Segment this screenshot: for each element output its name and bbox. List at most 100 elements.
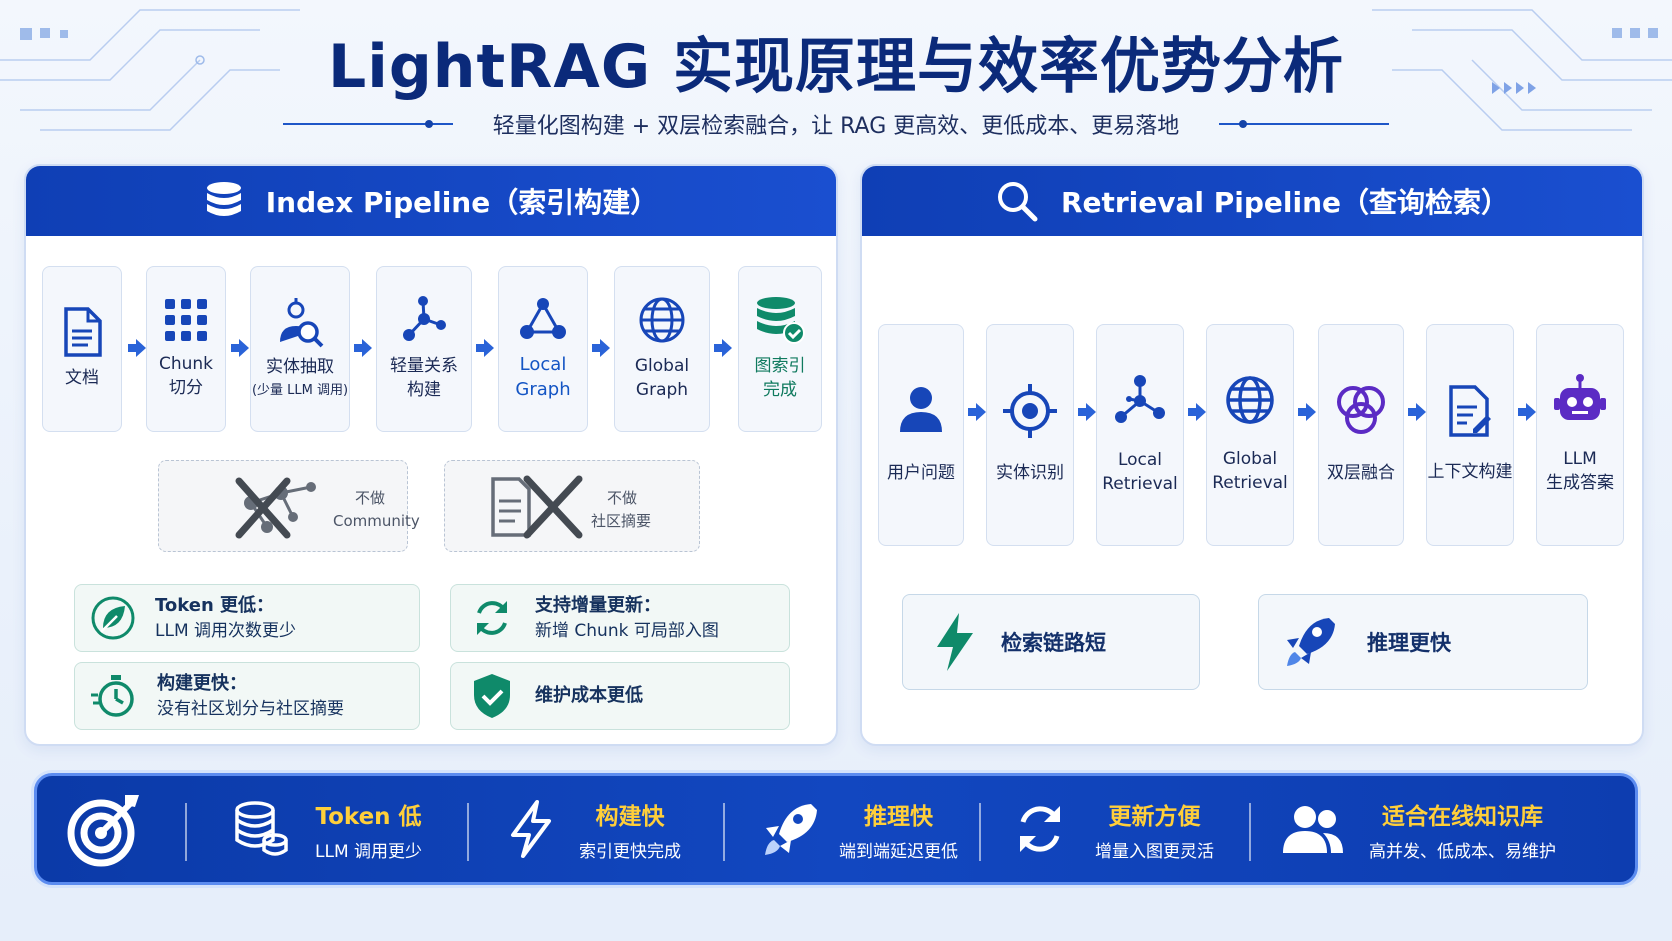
document-crossed-icon [491, 475, 583, 539]
feature-desc: 没有社区划分与社区摘要 [157, 698, 344, 719]
feature-lower-maintenance: 维护成本更低 [450, 662, 790, 730]
step-note: (少量 LLM 调用) [251, 382, 349, 398]
no-community-box: 不做 Community [158, 460, 420, 552]
summary-online-kb: 适合在线知识库 高并发、低成本、易维护 [1283, 776, 1613, 882]
summary-inference-fast: 推理快 端到端延迟更低 [761, 776, 1011, 882]
rocket-icon [765, 804, 817, 855]
index-step-chunk: Chunk 切分 [146, 266, 226, 432]
step-label: Global Graph [634, 356, 690, 400]
lightning-icon [937, 613, 973, 671]
robot-icon [1554, 374, 1606, 421]
leaf-icon [91, 596, 135, 640]
subtitle-row: 轻量化图构建 + 双层检索融合，让 RAG 更高效、更低成本、更易落地 [0, 106, 1672, 142]
refresh-icon [1020, 806, 1060, 852]
search-icon [997, 182, 1038, 222]
circuit-decoration-left [0, 9, 300, 131]
feature-short-retrieval-chain: 检索链路短 [902, 594, 1200, 690]
circuit-decoration-right [1372, 9, 1672, 131]
step-label: 实体抽取 [266, 357, 334, 377]
step-label: Local Graph [515, 353, 571, 400]
feature-faster-inference: 推理更快 [1258, 594, 1588, 690]
rocket-icon [1287, 618, 1335, 666]
graph-crossed-icon [235, 477, 316, 539]
no-summary-text: 不做 社区摘要 [591, 487, 651, 534]
stopwatch-icon [91, 675, 134, 717]
summary-desc: 端到端延迟更低 [839, 841, 958, 862]
summary-title: 更新方便 [1108, 803, 1201, 830]
feature-title: 维护成本更低 [535, 684, 643, 706]
subtitle-line-right [1219, 120, 1390, 128]
document-icon [64, 307, 102, 357]
index-step-relation-building: 轻量关系 构建 [376, 266, 472, 432]
step-label: Global Retrieval [1212, 449, 1288, 493]
index-step-index-complete: 图索引 完成 [738, 266, 822, 432]
index-pipeline-title: Index Pipeline（索引构建） [265, 186, 659, 219]
retrieval-step-dual-fusion: 双层融合 [1318, 324, 1404, 546]
summary-title: Token 低 [315, 803, 422, 830]
globe-icon [1226, 376, 1274, 424]
feature-title: 支持增量更新： [535, 594, 661, 616]
subtitle: 轻量化图构建 + 双层检索融合，让 RAG 更高效、更低成本、更易落地 [492, 114, 1180, 139]
step-label: 上下文构建 [1427, 462, 1513, 483]
not-done-label: 不做 [607, 489, 638, 507]
step-label: LLM 生成答案 [1546, 449, 1614, 493]
index-pipeline-header: Index Pipeline（索引构建） [26, 166, 836, 236]
step-label: 图索引 完成 [754, 356, 806, 400]
summary-desc: 索引更快完成 [579, 841, 681, 862]
database-icon [206, 182, 241, 216]
no-community-text: 不做 Community [333, 487, 420, 534]
summary-divider [185, 803, 187, 861]
summary-bar: Token 低 LLM 调用更少 构建快 索引更快完成 推理快 端到端延迟更低 … [34, 773, 1638, 885]
retrieval-step-local-retrieval: Local Retrieval [1096, 324, 1184, 546]
target-icon [1003, 384, 1057, 439]
globe-icon [639, 297, 685, 343]
page-title: LightRAG 实现原理与效率优势分析 [328, 32, 1344, 102]
not-done-label: 不做 [355, 489, 386, 507]
index-step-entity-extraction: 实体抽取 (少量 LLM 调用) [250, 266, 350, 432]
not-done-detail: 社区摘要 [591, 512, 652, 531]
index-pipeline-panel: Index Pipeline（索引构建） 文档 Chunk 切分 实体抽取 (少… [24, 164, 838, 746]
retrieval-step-llm-answer: LLM 生成答案 [1536, 324, 1624, 546]
summary-title: 适合在线知识库 [1382, 803, 1543, 830]
step-label: 双层融合 [1327, 463, 1395, 484]
chunk-grid-icon [165, 299, 207, 342]
no-community-summary-box: 不做 社区摘要 [444, 460, 700, 552]
summary-divider [723, 803, 725, 861]
index-step-local-graph: Local Graph [498, 266, 588, 432]
target-arrow-icon [67, 795, 139, 867]
step-label: 实体识别 [996, 463, 1064, 484]
summary-desc: 增量入图更灵活 [1095, 841, 1214, 862]
retrieval-pipeline-title: Retrieval Pipeline（查询检索） [1060, 186, 1510, 219]
feature-label: 推理更快 [1367, 631, 1451, 655]
summary-update-easy: 更新方便 增量入图更灵活 [1013, 776, 1263, 882]
summary-target-section [65, 776, 185, 882]
step-label: Local Retrieval [1102, 450, 1178, 494]
feature-label: 检索链路短 [1001, 631, 1106, 655]
lightning-outline-icon [511, 800, 551, 858]
summary-desc: 高并发、低成本、易维护 [1369, 841, 1556, 862]
retrieval-pipeline-panel: Retrieval Pipeline（查询检索） 用户问题 实体识别 Local… [860, 164, 1644, 746]
retrieval-pipeline-header: Retrieval Pipeline（查询检索） [862, 166, 1642, 236]
shield-check-icon [474, 674, 510, 718]
feature-desc: 新增 Chunk 可局部入图 [535, 620, 719, 641]
summary-divider [979, 803, 981, 861]
database-check-icon [757, 297, 805, 345]
feature-build-faster: 构建更快： 没有社区划分与社区摘要 [74, 662, 420, 730]
feature-desc: LLM 调用次数更少 [155, 620, 297, 641]
feature-title: Token 更低： [155, 594, 275, 616]
feature-incremental-update: 支持增量更新： 新增 Chunk 可局部入图 [450, 584, 790, 652]
step-label: 文档 [65, 368, 99, 389]
database-stack-icon [235, 801, 288, 856]
summary-title: 构建快 [595, 803, 665, 830]
users-icon [1283, 806, 1343, 853]
retrieval-step-context-build: 上下文构建 [1426, 324, 1514, 546]
local-graph-icon [520, 297, 566, 339]
feature-token-lower: Token 更低： LLM 调用次数更少 [74, 584, 420, 652]
local-graph-icon [1115, 375, 1165, 424]
summary-token-low: Token 低 LLM 调用更少 [231, 776, 491, 882]
step-label: 轻量关系 构建 [390, 356, 458, 400]
step-label: Chunk 切分 [158, 354, 214, 398]
retrieval-step-user-question: 用户问题 [878, 324, 964, 546]
document-edit-icon [1449, 385, 1491, 437]
step-label: 用户问题 [887, 463, 955, 484]
